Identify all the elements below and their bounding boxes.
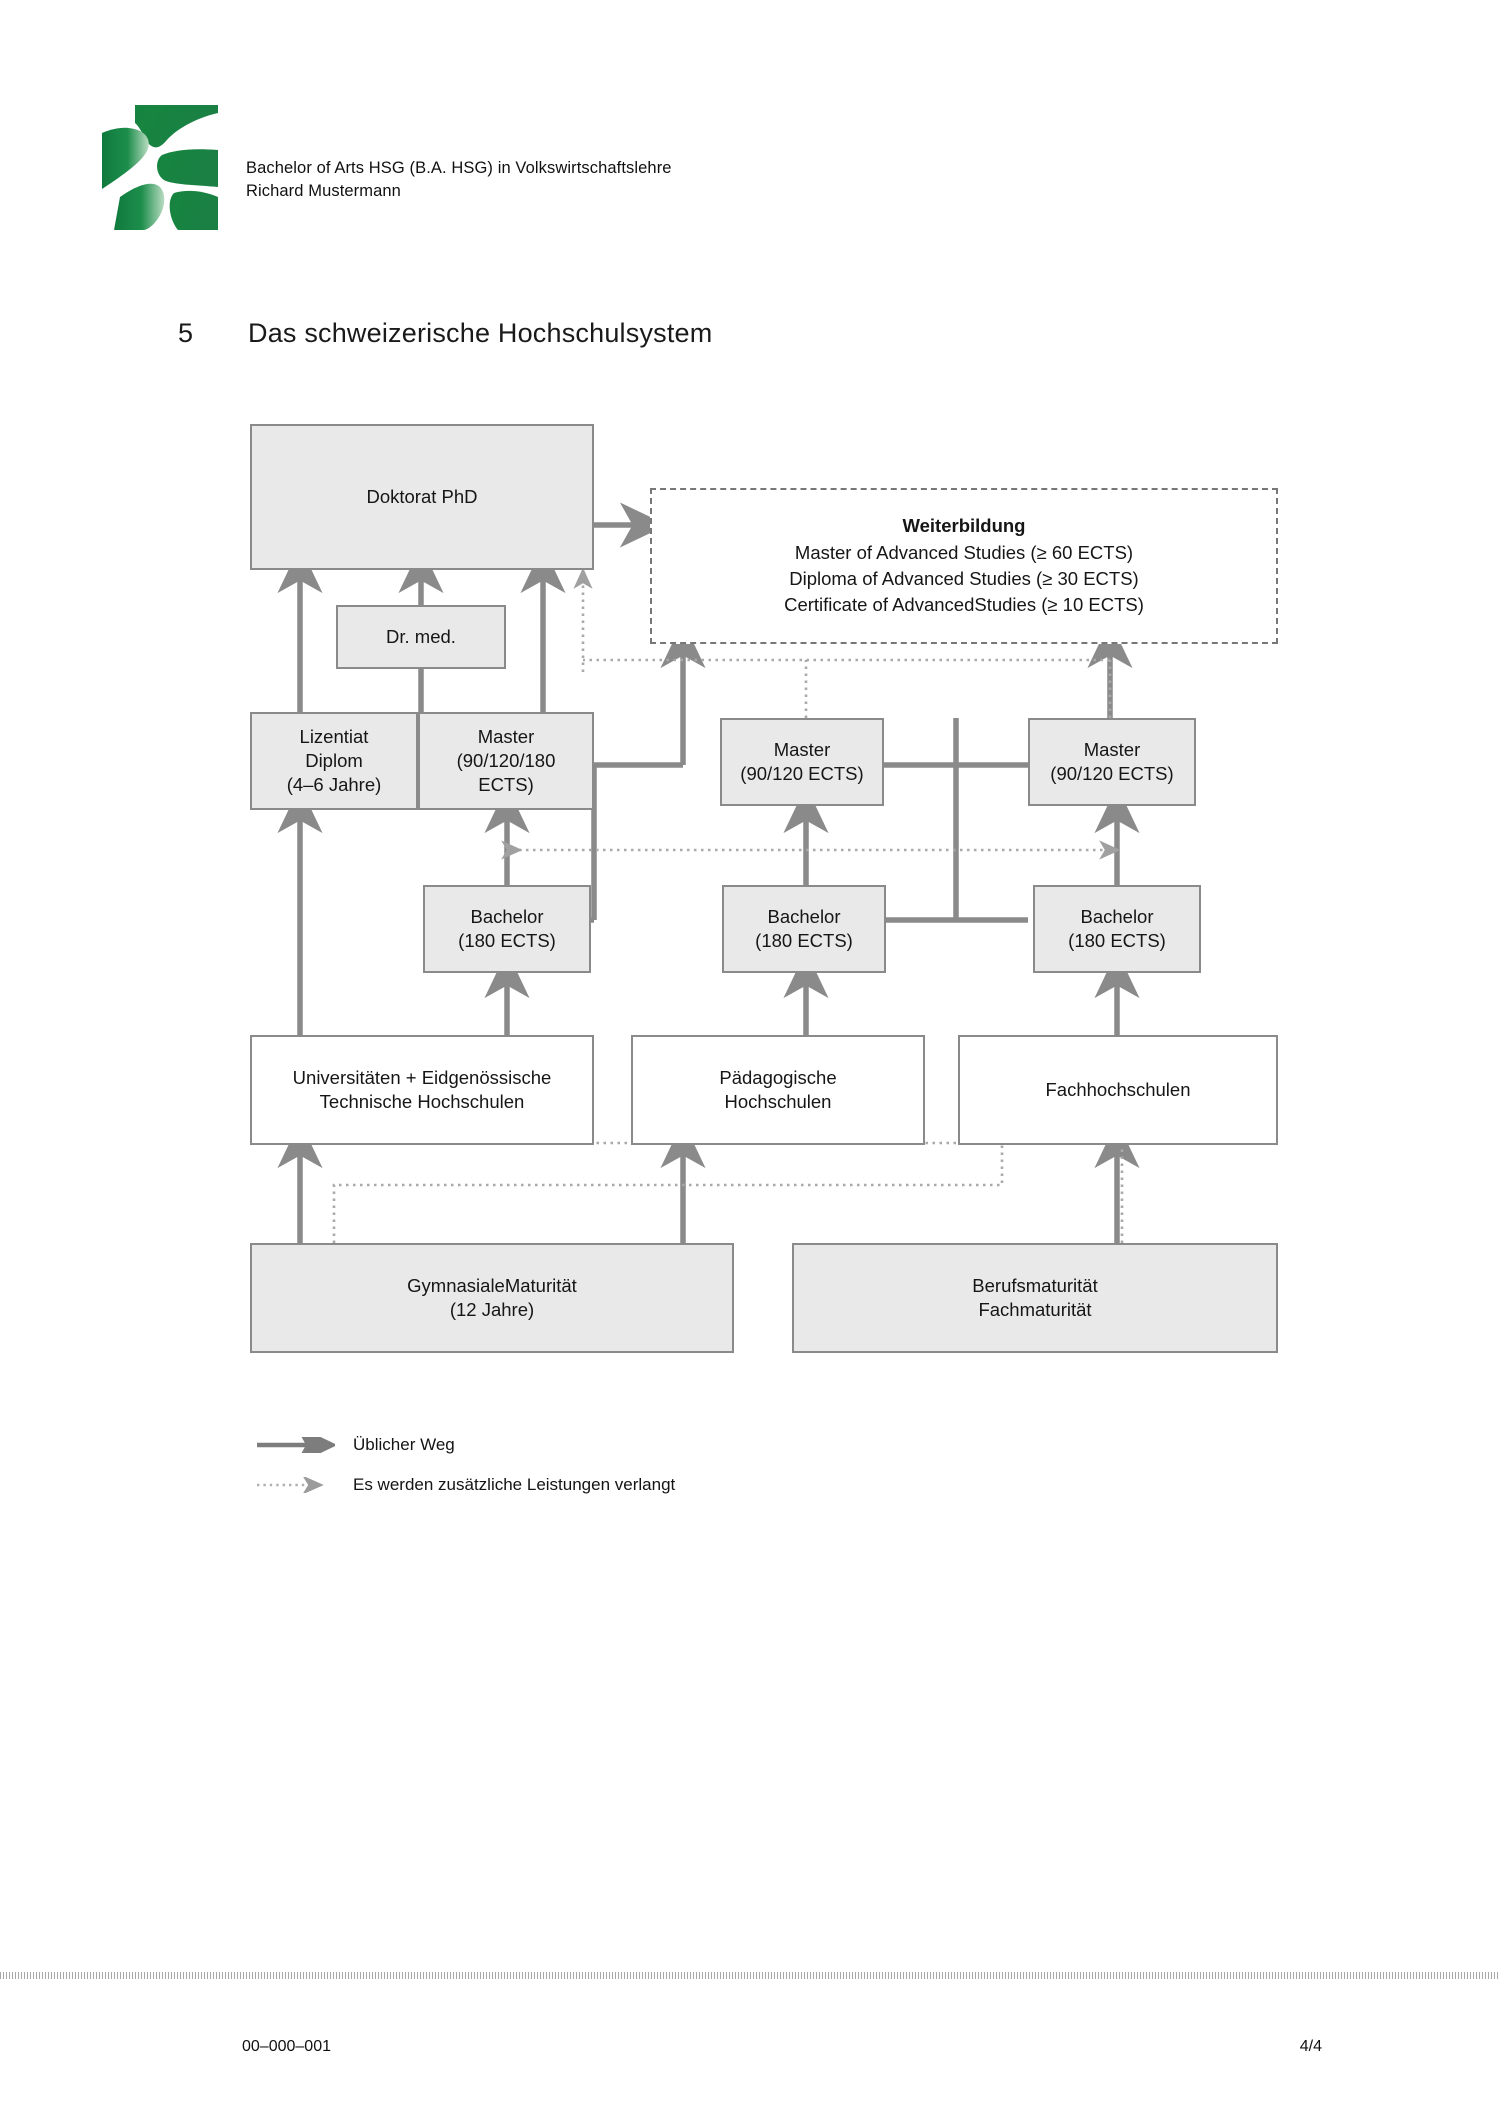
berufsmaturitaet-line-2: Fachmaturität	[978, 1299, 1092, 1320]
node-dr-med: Dr. med.	[336, 605, 506, 669]
node-master-universitaet: Master (90/120/180 ECTS)	[418, 712, 594, 810]
lizentiat-line-1: Lizentiat	[299, 725, 369, 747]
node-fachhochschulen: Fachhochschulen	[958, 1035, 1278, 1145]
node-weiterbildung: Weiterbildung Master of Advanced Studies…	[650, 488, 1278, 644]
page-header: Bachelor of Arts HSG (B.A. HSG) in Volks…	[100, 105, 672, 230]
hsg-logo	[100, 105, 218, 230]
section-heading: Das schweizerische Hochschulsystem	[248, 318, 713, 348]
node-lizentiat-diplom: Lizentiat Diplom (4–6 Jahre)	[250, 712, 418, 810]
legend-label-dotted: Es werden zusätzliche Leistungen verlang…	[353, 1475, 676, 1494]
legend-row-solid: Üblicher Weg	[255, 1424, 675, 1466]
footer-divider	[0, 1972, 1500, 1979]
weiterbildung-line-3: Certificate of AdvancedStudies (≥ 10 ECT…	[784, 594, 1144, 616]
bachelor-uni-line-2: (180 ECTS)	[458, 930, 556, 951]
master-uni-line-3: ECTS)	[478, 774, 534, 796]
master-ph-line-2: (90/120 ECTS)	[740, 763, 864, 784]
header-student: Richard Mustermann	[246, 182, 401, 201]
universitaeten-line-1: Universitäten + Eidgenössische	[292, 1066, 552, 1088]
node-berufsmaturitaet: Berufsmaturität Fachmaturität	[792, 1243, 1278, 1353]
node-paedagogische-hochschulen: Pädagogische Hochschulen	[631, 1035, 925, 1145]
page-footer: 00–000–001 4/4	[242, 2038, 1322, 2056]
node-gymnasiale-maturitaet: GymnasialeMaturität (12 Jahre)	[250, 1243, 734, 1353]
master-fh-line-2: (90/120 ECTS)	[1050, 763, 1174, 784]
footer-document-id: 00–000–001	[242, 2038, 331, 2055]
paedagogische-line-1: Pädagogische	[719, 1066, 837, 1088]
diagram-legend: Üblicher Weg Es werden zusätzliche Leist…	[255, 1424, 675, 1505]
weiterbildung-line-2: Diploma of Advanced Studies (≥ 30 ECTS)	[789, 568, 1139, 589]
footer-page-number: 4/4	[1299, 2038, 1322, 2055]
bachelor-fh-line-1: Bachelor	[1080, 905, 1154, 927]
bachelor-ph-line-2: (180 ECTS)	[755, 930, 853, 951]
page-title: 5 Das schweizerische Hochschulsystem	[178, 318, 712, 349]
master-uni-line-2: (90/120/180	[456, 749, 556, 771]
node-doktorat-phd: Doktorat PhD	[250, 424, 594, 570]
master-ph-line-1: Master	[773, 738, 831, 760]
bachelor-uni-line-1: Bachelor	[470, 905, 544, 927]
node-bachelor-universitaet: Bachelor (180 ECTS)	[423, 885, 591, 973]
node-master-fachhochschule: Master (90/120 ECTS)	[1028, 718, 1196, 806]
bachelor-fh-line-2: (180 ECTS)	[1068, 930, 1166, 951]
node-label: Dr. med.	[386, 625, 456, 647]
berufsmaturitaet-line-1: Berufsmaturität	[972, 1274, 1098, 1296]
solid-arrow-icon	[255, 1424, 338, 1466]
universitaeten-line-2: Technische Hochschulen	[319, 1091, 525, 1112]
node-bachelor-paedagogische: Bachelor (180 ECTS)	[722, 885, 886, 973]
weiterbildung-title: Weiterbildung	[902, 515, 1026, 537]
lizentiat-line-3: (4–6 Jahre)	[286, 774, 382, 796]
master-uni-line-1: Master	[477, 725, 535, 747]
bachelor-ph-line-1: Bachelor	[767, 905, 841, 927]
lizentiat-line-2: Diplom	[305, 749, 363, 771]
fachhochschulen-line-1: Fachhochschulen	[1045, 1078, 1191, 1100]
node-label: Doktorat PhD	[366, 485, 478, 507]
master-fh-line-1: Master	[1083, 738, 1141, 760]
legend-row-dotted: Es werden zusätzliche Leistungen verlang…	[255, 1465, 675, 1505]
legend-label-solid: Üblicher Weg	[353, 1435, 455, 1454]
gymnasiale-line-1: GymnasialeMaturität	[407, 1274, 577, 1296]
paedagogische-line-2: Hochschulen	[724, 1091, 832, 1112]
node-bachelor-fachhochschule: Bachelor (180 ECTS)	[1033, 885, 1201, 973]
dotted-arrow-icon	[255, 1475, 335, 1495]
gymnasiale-line-2: (12 Jahre)	[449, 1299, 535, 1320]
section-number: 5	[178, 318, 194, 348]
node-universitaeten-eth: Universitäten + Eidgenössische Technisch…	[250, 1035, 594, 1145]
hochschulsystem-diagram: Doktorat PhD Weiterbildung Master of Adv…	[250, 424, 1278, 1505]
node-master-paedagogische: Master (90/120 ECTS)	[720, 718, 884, 806]
weiterbildung-line-1: Master of Advanced Studies (≥ 60 ECTS)	[794, 541, 1134, 563]
header-program: Bachelor of Arts HSG (B.A. HSG) in Volks…	[246, 159, 672, 177]
